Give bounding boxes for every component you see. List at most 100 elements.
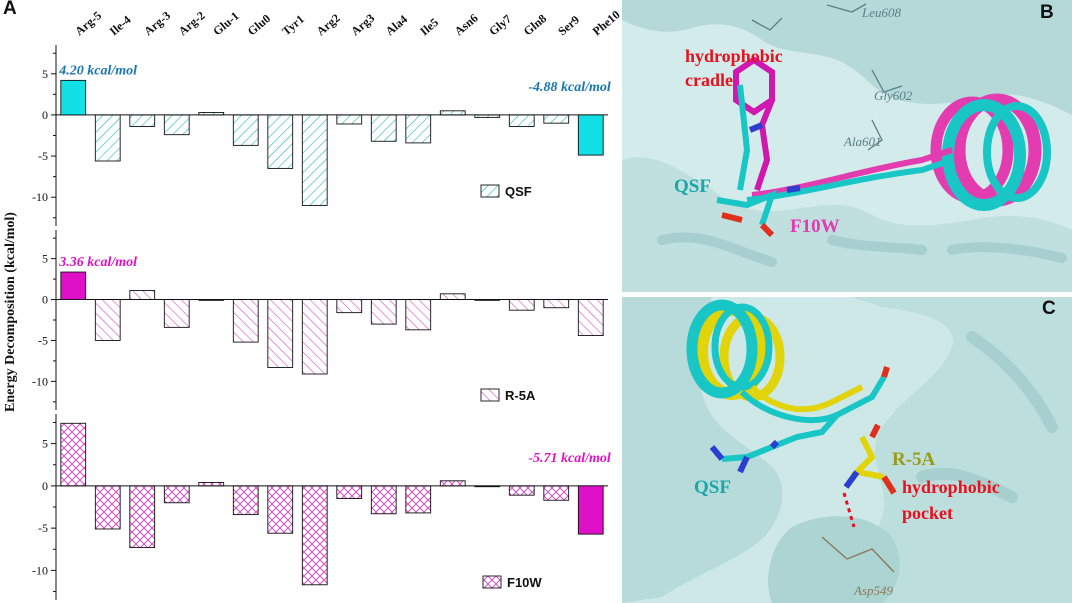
category-label: Glu-1 [210, 9, 241, 39]
category-label: Arg-2 [176, 8, 208, 38]
panel-b-render: hydrophobic cradle QSF F10W Leu608 Gly60… [622, 0, 1072, 292]
bar [370, 299, 397, 325]
bar [577, 299, 604, 336]
bar [336, 114, 363, 125]
protein-surface-lower [622, 157, 1072, 292]
panel-label-a: A [3, 0, 17, 19]
bar [336, 485, 363, 499]
label-qsf: QSF [694, 477, 731, 498]
interaction-dashes [842, 492, 856, 528]
legend-label: QSF [505, 184, 532, 199]
sidechain-trp [716, 56, 801, 238]
y-tick-label: -5 [38, 521, 48, 535]
bar [60, 271, 87, 300]
bar [474, 485, 501, 488]
bar [508, 114, 535, 127]
bar [336, 299, 363, 314]
category-label: Tyr1 [279, 12, 307, 38]
sidechain-arg [709, 366, 897, 495]
y-tick-label: -10 [32, 563, 48, 577]
label-pocket: pocket [902, 503, 953, 523]
bar [60, 422, 87, 487]
helix-qsf [942, 99, 1051, 211]
y-tick-label: 5 [42, 252, 48, 266]
category-label: Ile-4 [107, 13, 134, 39]
bar [198, 299, 225, 301]
bar [405, 485, 432, 514]
category-label: Arg3 [348, 11, 377, 38]
structure-panel-c: QSF R-5A hydrophobic pocket Asp549 [622, 297, 1072, 603]
bar [301, 299, 328, 375]
bar [301, 485, 328, 586]
label-gly602: Gly602 [874, 88, 913, 103]
y-tick-label: -10 [32, 190, 48, 204]
bar [94, 485, 121, 530]
bar [577, 485, 604, 535]
category-label: Ile5 [417, 15, 441, 38]
bar [439, 480, 466, 487]
category-label: Arg2 [314, 11, 343, 38]
label-hydrophobic: hydrophobic [902, 477, 1000, 497]
category-label: Glu0 [245, 11, 273, 38]
panel-label-b: B [1040, 2, 1054, 23]
bar [543, 299, 570, 309]
bar [370, 114, 397, 142]
y-tick-label: -5 [38, 333, 48, 347]
label-cradle: cradle [685, 70, 733, 90]
value-annotation: -4.88 kcal/mol [528, 80, 611, 95]
protein-surface [622, 0, 1072, 115]
bar [232, 114, 259, 146]
bar [508, 299, 535, 311]
legend-swatch [480, 184, 500, 198]
panel-c-render: QSF R-5A hydrophobic pocket Asp549 [622, 297, 1072, 603]
value-annotation: 3.36 kcal/mol [58, 255, 137, 270]
bar [267, 114, 294, 169]
bar [163, 485, 190, 504]
bar [232, 485, 259, 516]
bar [439, 110, 466, 116]
bar [163, 114, 190, 136]
label-ala601: Ala601 [843, 134, 882, 149]
y-tick-label: 0 [42, 479, 48, 493]
panel-label-c: C [1042, 298, 1056, 319]
category-label: Phe10 [590, 7, 620, 38]
label-r5a: R-5A [892, 449, 936, 470]
helix-qsf [686, 299, 773, 399]
category-label: Ala4 [383, 12, 410, 38]
structure-panel-b: hydrophobic cradle QSF F10W Leu608 Gly60… [622, 0, 1072, 292]
label-leu608: Leu608 [861, 5, 902, 20]
bar [439, 293, 466, 300]
category-label: Gly7 [486, 12, 514, 39]
category-label: Gln8 [521, 11, 549, 38]
y-tick-label: 5 [42, 67, 48, 81]
label-asp549: Asp549 [853, 583, 894, 598]
bar [94, 299, 121, 341]
bar [267, 485, 294, 534]
bar [405, 114, 432, 144]
bar [474, 299, 501, 301]
category-label: Arg-3 [141, 8, 173, 38]
category-label: Asn6 [452, 11, 481, 38]
bar [543, 485, 570, 501]
bar [301, 114, 328, 206]
label-hydrophobic: hydrophobic [685, 46, 783, 66]
legend-label: R-5A [505, 388, 536, 403]
value-annotation: 4.20 kcal/mol [58, 63, 137, 78]
bar [129, 290, 156, 300]
bar [94, 114, 121, 162]
bar [60, 79, 87, 116]
bar [405, 299, 432, 331]
y-tick-label: -5 [38, 149, 48, 163]
protein-surface [622, 297, 783, 603]
bar [198, 112, 225, 116]
bar [232, 299, 259, 343]
category-label: Ser9 [555, 13, 582, 39]
y-tick-label: -10 [32, 374, 48, 388]
bar [370, 485, 397, 515]
bar [163, 299, 190, 328]
label-qsf: QSF [674, 176, 711, 197]
legend-swatch [480, 388, 500, 402]
